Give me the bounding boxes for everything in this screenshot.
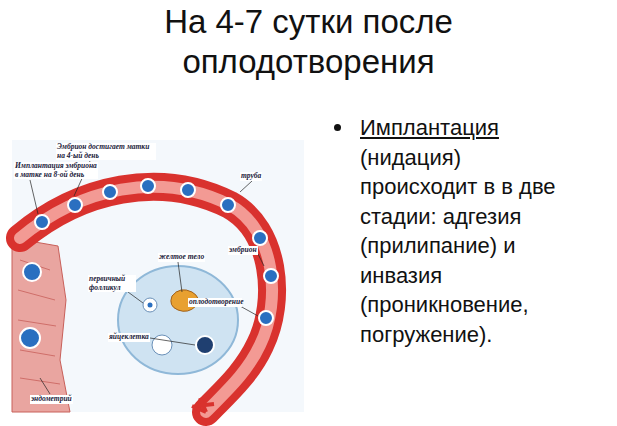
endometrium <box>12 238 70 412</box>
illustration-ground <box>12 140 304 412</box>
definition-text: (нидация) происходит в в две стадии: адг… <box>360 145 556 347</box>
part-label: Имплантация эмбриона в матке на 8-ой ден… <box>14 162 98 179</box>
part-label: эмбрион <box>228 246 258 255</box>
follicle <box>148 303 153 308</box>
part-label: оплодотворение <box>188 298 242 307</box>
egg-cell <box>196 336 214 354</box>
part-label: первичный фолликул <box>88 275 136 292</box>
ovary <box>118 266 238 374</box>
part-label: эндометрий <box>30 395 73 404</box>
bullet-text: Имплантация (нидация) происходит в в две… <box>360 113 565 349</box>
bullet-dot <box>334 124 341 131</box>
slide-title: На 4-7 сутки после оплодотворения <box>100 2 517 82</box>
part-label: Эмбрион достигает матки на 4-ый день <box>56 143 156 160</box>
endometrium-texture <box>18 260 60 384</box>
part-label: яйцеклетка <box>108 333 150 342</box>
part-label: желтое тело <box>158 253 205 262</box>
leader-lines <box>30 161 264 394</box>
embryos <box>20 179 278 348</box>
follicle <box>152 335 172 355</box>
fimbriae <box>192 398 214 412</box>
bullet-item: Имплантация (нидация) происходит в в две… <box>334 113 574 349</box>
part-label: труба <box>240 172 262 181</box>
follicle <box>143 298 157 312</box>
fallopian-tube <box>20 187 272 412</box>
tube-lumen <box>20 187 272 412</box>
term: Имплантация <box>360 115 499 140</box>
